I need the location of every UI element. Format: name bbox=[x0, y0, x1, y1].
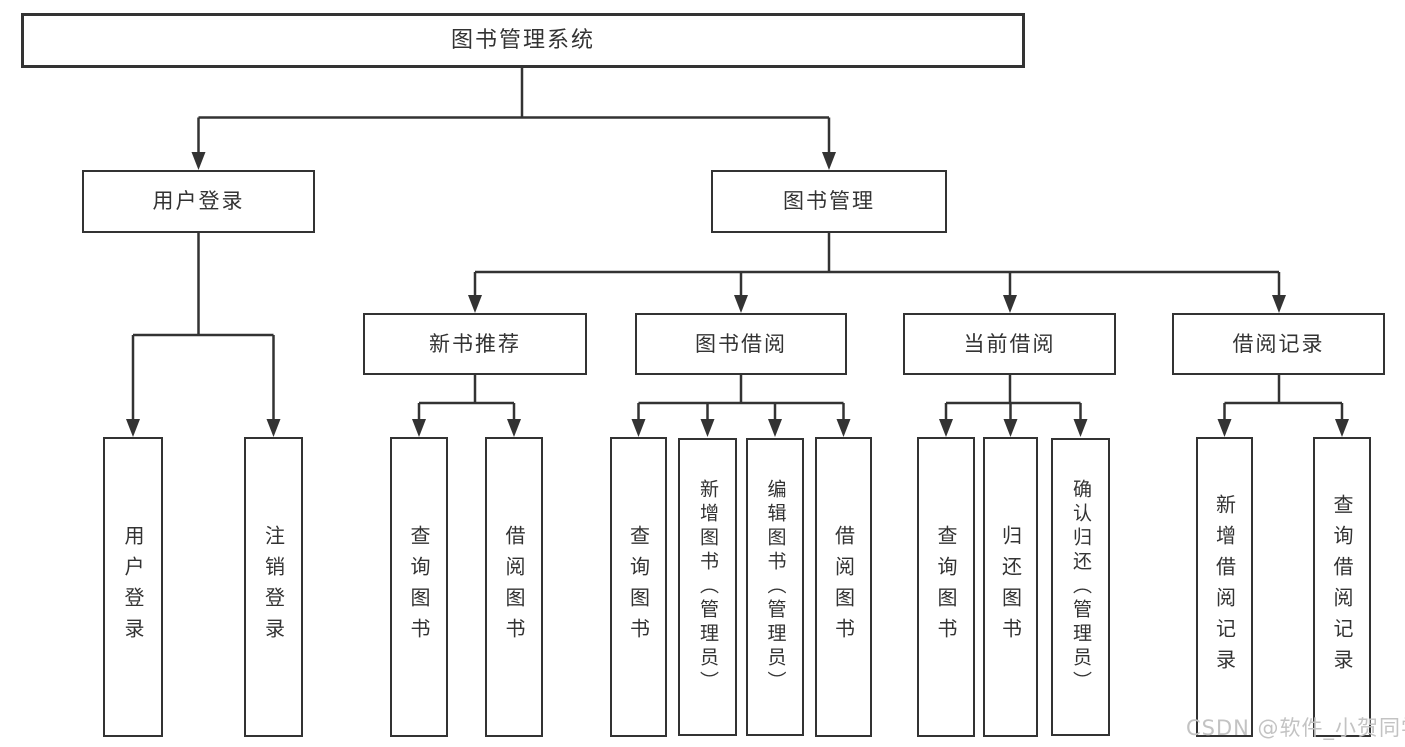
leaf-confirm-return-admin: 确认归还（管理员） bbox=[1051, 438, 1110, 736]
leaf-query-borrow-record: 查询借阅记录 bbox=[1313, 437, 1371, 737]
leaf-query-book-recommend: 查询图书 bbox=[390, 437, 448, 737]
node-user-login: 用户登录 bbox=[82, 170, 315, 233]
node-borrow-records: 借阅记录 bbox=[1172, 313, 1385, 375]
node-library-system: 图书管理系统 bbox=[21, 13, 1025, 68]
leaf-query-book-current: 查询图书 bbox=[917, 437, 975, 737]
leaf-logout: 注销登录 bbox=[244, 437, 303, 737]
leaf-add-borrow-record: 新增借阅记录 bbox=[1196, 437, 1253, 737]
leaf-borrow-book-recommend: 借阅图书 bbox=[485, 437, 543, 737]
node-book-borrow: 图书借阅 bbox=[635, 313, 847, 375]
leaf-return-book: 归还图书 bbox=[983, 437, 1038, 737]
node-new-book-recommend: 新书推荐 bbox=[363, 313, 587, 375]
leaf-user-login: 用户登录 bbox=[103, 437, 163, 737]
leaf-query-book-borrow: 查询图书 bbox=[610, 437, 667, 737]
node-current-borrow: 当前借阅 bbox=[903, 313, 1116, 375]
csdn-watermark: CSDN @软件_小贺同学 bbox=[1186, 716, 1405, 740]
leaf-edit-book-admin: 编辑图书（管理员） bbox=[746, 438, 804, 736]
leaf-borrow-book: 借阅图书 bbox=[815, 437, 872, 737]
node-book-management: 图书管理 bbox=[711, 170, 947, 233]
leaf-add-book-admin: 新增图书（管理员） bbox=[678, 438, 737, 736]
